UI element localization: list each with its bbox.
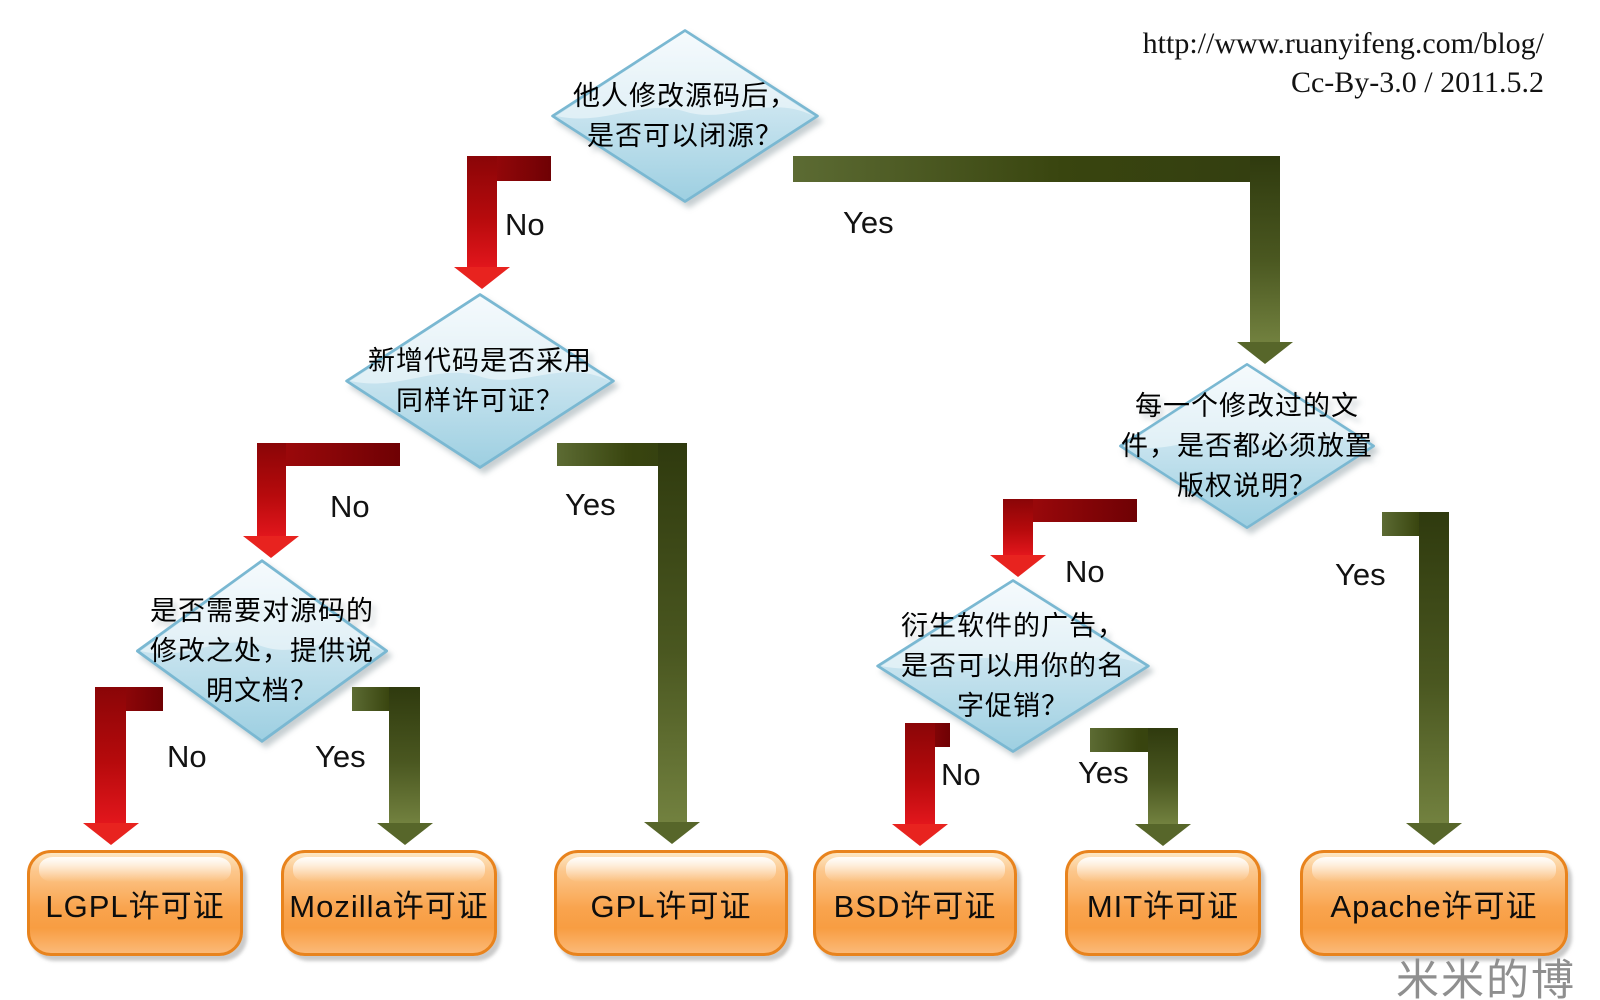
q5-no-arrowhead-icon [892, 824, 948, 846]
q2-yes-arrow-hbar [557, 443, 687, 466]
q4-no-arrow-vbar [1003, 499, 1033, 555]
q4-no-arrow-hbar [1003, 499, 1137, 522]
license-gpl-label: GPL许可证 [590, 888, 752, 924]
diamond-shape [345, 293, 615, 469]
watermark: 米米的博客 [1396, 957, 1576, 1000]
q2-no-arrowhead-icon [243, 536, 299, 558]
decision-q2-text: 新增代码是否采用同样许可证？ [368, 346, 592, 416]
q2-yes-arrowhead-icon [644, 822, 700, 844]
q2-no-label: No [330, 489, 370, 524]
q3-no-label: No [167, 739, 207, 774]
q4-yes-arrow-vbar [1419, 512, 1449, 823]
decision-q5-name-promotion: 衍生软件的广告，是否可以用你的名字促销？ [873, 576, 1153, 756]
license-mozilla: Mozilla许可证 [281, 850, 497, 956]
q4-no-arrowhead-icon [990, 555, 1046, 577]
q1-yes-arrowhead-icon [1237, 342, 1293, 364]
license-bsd-label: BSD许可证 [833, 888, 997, 924]
q2-yes-arrow-vbar [658, 443, 687, 823]
q5-no-arrow-vbar [905, 723, 935, 824]
license-apache-label: Apache许可证 [1330, 888, 1538, 924]
q2-yes-label: Yes [565, 487, 616, 522]
q3-no-arrowhead-icon [83, 823, 139, 845]
q4-yes-arrowhead-icon [1406, 823, 1462, 845]
decision-q5-text: 衍生软件的广告，是否可以用你的名字促销？ [901, 611, 1125, 721]
q2-no-arrow-hbar [257, 443, 400, 466]
license-date: Cc-By-3.0 / 2011.5.2 [1290, 66, 1544, 99]
q1-no-arrowhead-icon [454, 267, 510, 289]
diamond-shape [876, 579, 1150, 753]
decision-q2-same-license: 新增代码是否采用同样许可证？ [342, 290, 618, 472]
license-mozilla-label: Mozilla许可证 [289, 888, 489, 924]
license-lgpl-label: LGPL许可证 [45, 888, 225, 924]
q1-no-arrow-vbar [467, 156, 497, 268]
decision-q4-text: 每一个修改过的文件，是否都必须放置版权说明？ [1121, 391, 1373, 501]
q3-yes-arrowhead-icon [377, 823, 433, 845]
q3-no-arrow-vbar [95, 687, 126, 823]
decision-q1-text: 他人修改源码后，是否可以闭源？ [573, 81, 797, 151]
decision-q1-closed-source: 他人修改源码后，是否可以闭源？ [548, 26, 822, 206]
decision-q3-text: 是否需要对源码的修改之处，提供说明文档？ [150, 596, 374, 706]
license-bsd: BSD许可证 [813, 850, 1017, 956]
q1-yes-label: Yes [843, 205, 894, 240]
license-apache: Apache许可证 [1300, 850, 1568, 956]
attribution: http://www.ruanyifeng.com/blog/ Cc-By-3.… [1143, 24, 1544, 102]
q3-yes-label: Yes [315, 739, 366, 774]
license-gpl: GPL许可证 [554, 850, 788, 956]
decision-q4-copyright-notice: 每一个修改过的文件，是否都必须放置版权说明？ [1116, 360, 1378, 532]
diamond-shape [551, 29, 819, 203]
q1-yes-arrow-vbar [1250, 156, 1280, 343]
q3-yes-arrow-vbar [389, 687, 420, 823]
q5-no-label: No [941, 757, 981, 792]
q5-yes-label: Yes [1078, 755, 1129, 790]
decision-q3-document-changes: 是否需要对源码的修改之处，提供说明文档？ [133, 556, 391, 746]
q5-yes-arrow-vbar [1148, 728, 1178, 824]
license-mit: MIT许可证 [1065, 850, 1261, 956]
diamond-shape [1119, 363, 1375, 529]
license-lgpl: LGPL许可证 [27, 850, 243, 956]
q1-yes-arrow-hbar [793, 156, 1280, 182]
q1-no-label: No [505, 207, 545, 242]
diamond-shape [136, 559, 388, 743]
source-url: http://www.ruanyifeng.com/blog/ [1142, 27, 1544, 60]
q2-no-arrow-vbar [257, 443, 286, 537]
q4-no-label: No [1065, 554, 1105, 589]
q5-yes-arrowhead-icon [1135, 824, 1191, 846]
q4-yes-label: Yes [1335, 557, 1386, 592]
license-mit-label: MIT许可证 [1086, 888, 1240, 924]
